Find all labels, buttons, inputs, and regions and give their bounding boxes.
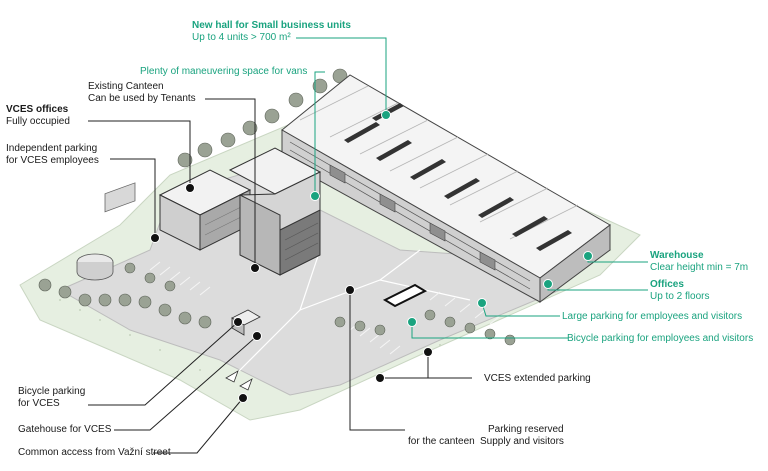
label-parking-reserved-1: Parking reserved [488, 424, 564, 435]
label-indep-parking-1: Independent parking [6, 143, 98, 154]
trees [38, 68, 516, 346]
label-gatehouse: Gatehouse for VCES [18, 424, 112, 435]
leader-lines-black [88, 98, 472, 454]
label-new-hall-title: New hall for Small business units [192, 20, 351, 31]
label-offices-sub: Up to 2 floors [650, 291, 710, 302]
label-canteen-1: Existing Canteen [88, 81, 164, 92]
markers-black [150, 183, 433, 403]
label-supply: Supply and visitors [480, 436, 564, 447]
label-vces-extended: VCES extended parking [484, 373, 591, 384]
label-parking-reserved-2: for the canteen [408, 436, 475, 447]
leader-lines-green [296, 37, 648, 339]
label-bicycle-parking-emp: Bicycle parking for employees and visito… [567, 333, 754, 344]
label-indep-parking-2: for VCES employees [6, 155, 99, 166]
markers-green [310, 110, 593, 327]
label-canteen-2: Can be used by Tenants [88, 93, 196, 104]
label-bicycle-vces-1: Bicycle parking [18, 386, 86, 397]
parking-stripes [149, 261, 501, 355]
label-vces-offices-title: VCES offices [6, 104, 69, 115]
entrance-arrows [225, 370, 253, 391]
round-tank [76, 253, 114, 281]
small-enclosure [104, 182, 136, 213]
canteen-building [228, 147, 322, 276]
vces-office-building [158, 169, 252, 251]
label-offices-title: Offices [650, 279, 684, 290]
label-warehouse-title: Warehouse [650, 250, 704, 261]
label-warehouse-sub: Clear height min = 7m [650, 262, 749, 273]
label-vces-offices-sub: Fully occupied [6, 116, 70, 127]
label-large-parking: Large parking for employees and visitors [562, 311, 743, 322]
label-new-hall-sub: Up to 4 units > 700 m² [192, 32, 291, 43]
new-hall-building [281, 74, 611, 303]
label-bicycle-vces-2: for VCES [18, 398, 60, 409]
label-common-access: Common access from Važní street [18, 447, 171, 458]
label-vans: Plenty of maneuvering space for vans [140, 66, 308, 77]
bicycle-shelter [382, 283, 428, 308]
